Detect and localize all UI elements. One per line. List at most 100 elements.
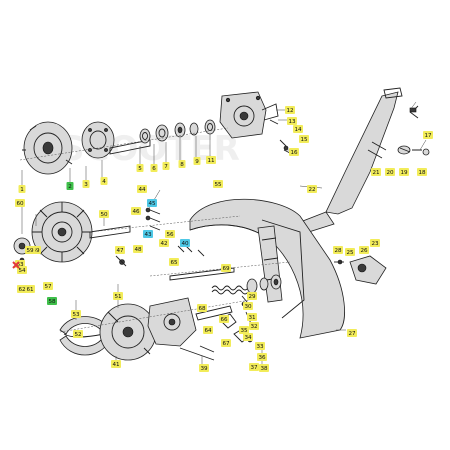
callout-number: 46 bbox=[132, 209, 140, 215]
callout-66: 66 bbox=[219, 315, 229, 323]
callout-65: 65 bbox=[169, 258, 179, 266]
callout-number: 26 bbox=[360, 248, 368, 254]
callout-number: 69 bbox=[222, 266, 230, 272]
callout-badge bbox=[257, 353, 267, 361]
callout-badge bbox=[347, 329, 357, 337]
callout-number: 42 bbox=[160, 241, 167, 247]
callout-4: 4 bbox=[100, 177, 108, 185]
callout-32: 32 bbox=[249, 322, 259, 330]
callout-number: 43 bbox=[144, 232, 152, 238]
callout-badge bbox=[113, 292, 123, 300]
callout-18: 18 bbox=[417, 168, 427, 176]
callout-23: 23 bbox=[370, 239, 380, 247]
callout-badge bbox=[147, 199, 157, 207]
callout-number: 9 bbox=[195, 159, 199, 165]
callout-number: 3 bbox=[84, 182, 88, 188]
callout-19: 19 bbox=[399, 168, 409, 176]
callout-number: 14 bbox=[294, 127, 302, 133]
callout-15: 15 bbox=[299, 135, 309, 143]
callout-21: 21 bbox=[371, 168, 381, 176]
callout-17: 17 bbox=[423, 131, 433, 139]
callout-badge bbox=[178, 160, 186, 168]
callout-badge bbox=[385, 168, 395, 176]
callout-number: 64 bbox=[204, 328, 212, 334]
callout-number: 57 bbox=[44, 284, 52, 290]
callout-56: 56 bbox=[165, 230, 175, 238]
callout-badge bbox=[197, 304, 207, 312]
callout-number: 50 bbox=[100, 212, 108, 218]
callout-number: 37 bbox=[250, 365, 258, 371]
callout-badge bbox=[287, 117, 297, 125]
callout-8: 8 bbox=[178, 160, 186, 168]
callout-badge bbox=[47, 297, 57, 305]
callout-badge bbox=[371, 168, 381, 176]
callout-badge bbox=[150, 164, 158, 172]
callout-badge bbox=[193, 157, 201, 165]
callout-9: 9 bbox=[193, 157, 201, 165]
callout-number: 44 bbox=[138, 187, 146, 193]
callout-badge bbox=[25, 285, 35, 293]
steering-column bbox=[289, 87, 430, 237]
callout-badge bbox=[206, 156, 216, 164]
callout-badge bbox=[255, 342, 265, 350]
callout-number: 15 bbox=[300, 137, 308, 143]
callout-38: 38 bbox=[259, 364, 269, 372]
callout-badge bbox=[359, 246, 369, 254]
callout-14: 14 bbox=[293, 125, 303, 133]
callout-number: 36 bbox=[258, 355, 266, 361]
callout-badge bbox=[73, 330, 83, 338]
callout-26: 26 bbox=[359, 246, 369, 254]
callout-number: 21 bbox=[372, 170, 380, 176]
callout-47: 47 bbox=[115, 246, 125, 254]
callout-2: 2 bbox=[66, 182, 74, 190]
callout-number: 5 bbox=[138, 166, 142, 172]
callout-badge bbox=[249, 363, 259, 371]
callout-number: 61 bbox=[26, 287, 34, 293]
callout-number: 8 bbox=[180, 162, 184, 168]
callout-number: 38 bbox=[260, 366, 268, 372]
callout-badge bbox=[169, 258, 179, 266]
callout-42: 42 bbox=[159, 239, 169, 247]
callout-28: 28 bbox=[333, 246, 343, 254]
callout-31: 31 bbox=[247, 313, 257, 321]
callout-number: 7 bbox=[164, 164, 168, 170]
callout-number: 47 bbox=[116, 248, 124, 254]
callout-badge bbox=[143, 230, 153, 238]
callout-badge bbox=[333, 246, 343, 254]
callout-1: 1 bbox=[18, 185, 26, 193]
callout-11: 11 bbox=[206, 156, 216, 164]
callout-number: 28 bbox=[334, 248, 342, 254]
callout-number: 18 bbox=[418, 170, 426, 176]
callout-badge bbox=[307, 185, 317, 193]
callout-57: 57 bbox=[43, 282, 53, 290]
callout-64: 64 bbox=[203, 326, 213, 334]
callout-60: 60 bbox=[15, 199, 25, 207]
callout-number: 63 bbox=[16, 262, 24, 268]
callout-number: 41 bbox=[112, 362, 120, 368]
callout-number: 19 bbox=[400, 170, 408, 176]
callout-67: 67 bbox=[221, 339, 231, 347]
callout-badge bbox=[345, 248, 355, 256]
callout-number: 25 bbox=[346, 250, 354, 256]
callout-number: 39 bbox=[200, 366, 208, 372]
callout-badge bbox=[243, 333, 253, 341]
callout-number: 12 bbox=[286, 108, 293, 114]
callout-33: 33 bbox=[255, 342, 265, 350]
callout-badge bbox=[249, 322, 259, 330]
callout-badge bbox=[131, 207, 141, 215]
callout-number: 35 bbox=[240, 328, 248, 334]
callout-16: 16 bbox=[289, 148, 299, 156]
callout-badge bbox=[180, 239, 190, 247]
callout-number: 60 bbox=[16, 201, 24, 207]
callout-44: 44 bbox=[137, 185, 147, 193]
callout-58: 58 bbox=[47, 297, 57, 305]
callout-number: 53 bbox=[72, 312, 80, 318]
callout-badge bbox=[71, 310, 81, 318]
callout-badge bbox=[203, 326, 213, 334]
callout-badge bbox=[199, 364, 209, 372]
callout-37: 37 bbox=[249, 363, 259, 371]
callout-3: 3 bbox=[82, 180, 90, 188]
callout-number: 33 bbox=[256, 344, 264, 350]
callout-badge bbox=[221, 264, 231, 272]
